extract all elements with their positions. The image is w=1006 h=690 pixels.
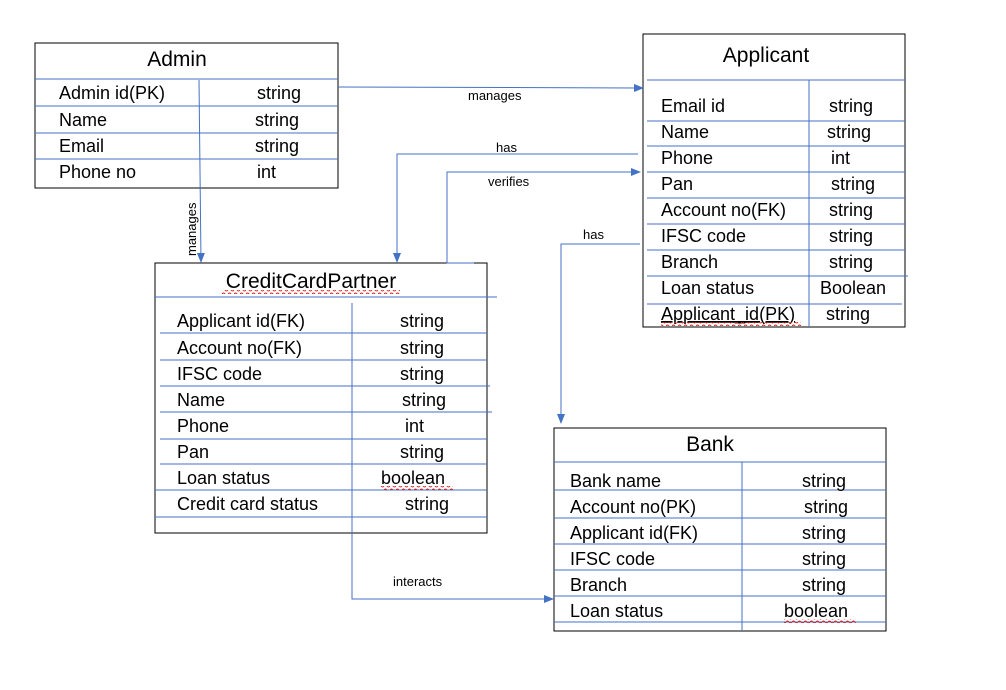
entity-applicant: Applicant Email id string Name string Ph… [642, 33, 908, 328]
attribute-name: IFSC code [177, 364, 262, 384]
attribute-name: Loan status [570, 601, 663, 621]
connector-line [393, 153, 638, 263]
relationship-partner-bank: interacts [351, 533, 554, 603]
attribute-type: int [831, 148, 850, 168]
attribute-type: int [257, 162, 276, 182]
connector-line [337, 83, 644, 92]
attribute-type: string [400, 442, 444, 462]
attribute-type: Boolean [820, 278, 886, 298]
attribute-name: Name [59, 110, 107, 130]
attribute-name: Applicant_id(PK) [661, 304, 795, 325]
attribute-type: string [405, 494, 449, 514]
attribute-type: string [827, 122, 871, 142]
entity-admin-title: Admin [147, 48, 207, 71]
attribute-name: Account no(FK) [661, 200, 786, 220]
attribute-type: string [255, 110, 299, 130]
entity-applicant-title: Applicant [723, 44, 810, 67]
attribute-name: Branch [570, 575, 627, 595]
attribute-type: string [804, 497, 848, 517]
attribute-name: Bank name [570, 471, 661, 491]
attribute-type: boolean [381, 468, 445, 488]
attribute-name: Email id [661, 96, 725, 116]
spellcheck-underline [222, 290, 400, 294]
attribute-type: string [802, 575, 846, 595]
connector-line [351, 533, 554, 603]
attribute-name: Admin id(PK) [59, 83, 165, 103]
attribute-type: string [829, 226, 873, 246]
attribute-name: Name [177, 390, 225, 410]
attribute-type: string [802, 523, 846, 543]
attribute-type: string [400, 311, 444, 331]
attribute-type: boolean [784, 601, 848, 621]
relationship-label: manages [184, 202, 199, 256]
attribute-type: string [402, 390, 446, 410]
relationship-label: has [496, 140, 517, 155]
attribute-name: Account no(PK) [570, 497, 696, 517]
entity-creditcardpartner-title: CreditCardPartner [226, 270, 396, 293]
spellcheck-underline [661, 322, 801, 326]
connector-line [196, 79, 205, 263]
relationship-applicant-partner: has [393, 140, 638, 263]
attribute-type: string [802, 549, 846, 569]
attribute-type: string [257, 83, 301, 103]
relationship-label: verifies [488, 174, 530, 189]
entity-bank-title: Bank [686, 433, 734, 456]
attribute-name: Pan [661, 174, 693, 194]
attribute-type: string [829, 252, 873, 272]
attribute-name: Phone [661, 148, 713, 168]
relationship-partner-applicant: verifies [446, 168, 641, 264]
attribute-type: string [802, 471, 846, 491]
attribute-name: IFSC code [661, 226, 746, 246]
attribute-name: Account no(FK) [177, 338, 302, 358]
attribute-name: Email [59, 136, 104, 156]
attribute-name: IFSC code [570, 549, 655, 569]
spellcheck-underline [784, 619, 856, 623]
attribute-name: Phone no [59, 162, 136, 182]
attribute-type: string [829, 200, 873, 220]
attribute-name: Phone [177, 416, 229, 436]
relationship-label: manages [468, 88, 522, 103]
attribute-name: Pan [177, 442, 209, 462]
attribute-name: Credit card status [177, 494, 318, 514]
relationship-admin-partner: manages [184, 79, 205, 263]
relationship-label: interacts [393, 574, 443, 589]
attribute-name: Branch [661, 252, 718, 272]
attribute-type: string [829, 96, 873, 116]
relationship-admin-applicant: manages [337, 83, 644, 103]
connector-line [446, 168, 641, 264]
entity-creditcardpartner: CreditCardPartner Applicant id(FK) strin… [154, 262, 497, 534]
entity-bank: Bank Bank name string Account no(PK) str… [553, 427, 887, 632]
attribute-name: Applicant id(FK) [177, 311, 305, 331]
relationship-applicant-bank: has [557, 227, 640, 424]
entity-admin: Admin Admin id(PK) string Name string Em… [34, 42, 339, 189]
attribute-type: string [255, 136, 299, 156]
attribute-name: Loan status [661, 278, 754, 298]
attribute-type: string [400, 338, 444, 358]
relationship-label: has [583, 227, 604, 242]
attribute-name: Name [661, 122, 709, 142]
attribute-name: Loan status [177, 468, 270, 488]
attribute-type: string [400, 364, 444, 384]
attribute-name: Applicant id(FK) [570, 523, 698, 543]
attribute-type: int [405, 416, 424, 436]
spellcheck-underline [381, 486, 453, 490]
attribute-type: string [831, 174, 875, 194]
entity-admin-box [34, 42, 339, 189]
attribute-type: string [826, 304, 870, 324]
connector-line [557, 243, 640, 424]
entity-applicant-box [642, 33, 906, 328]
